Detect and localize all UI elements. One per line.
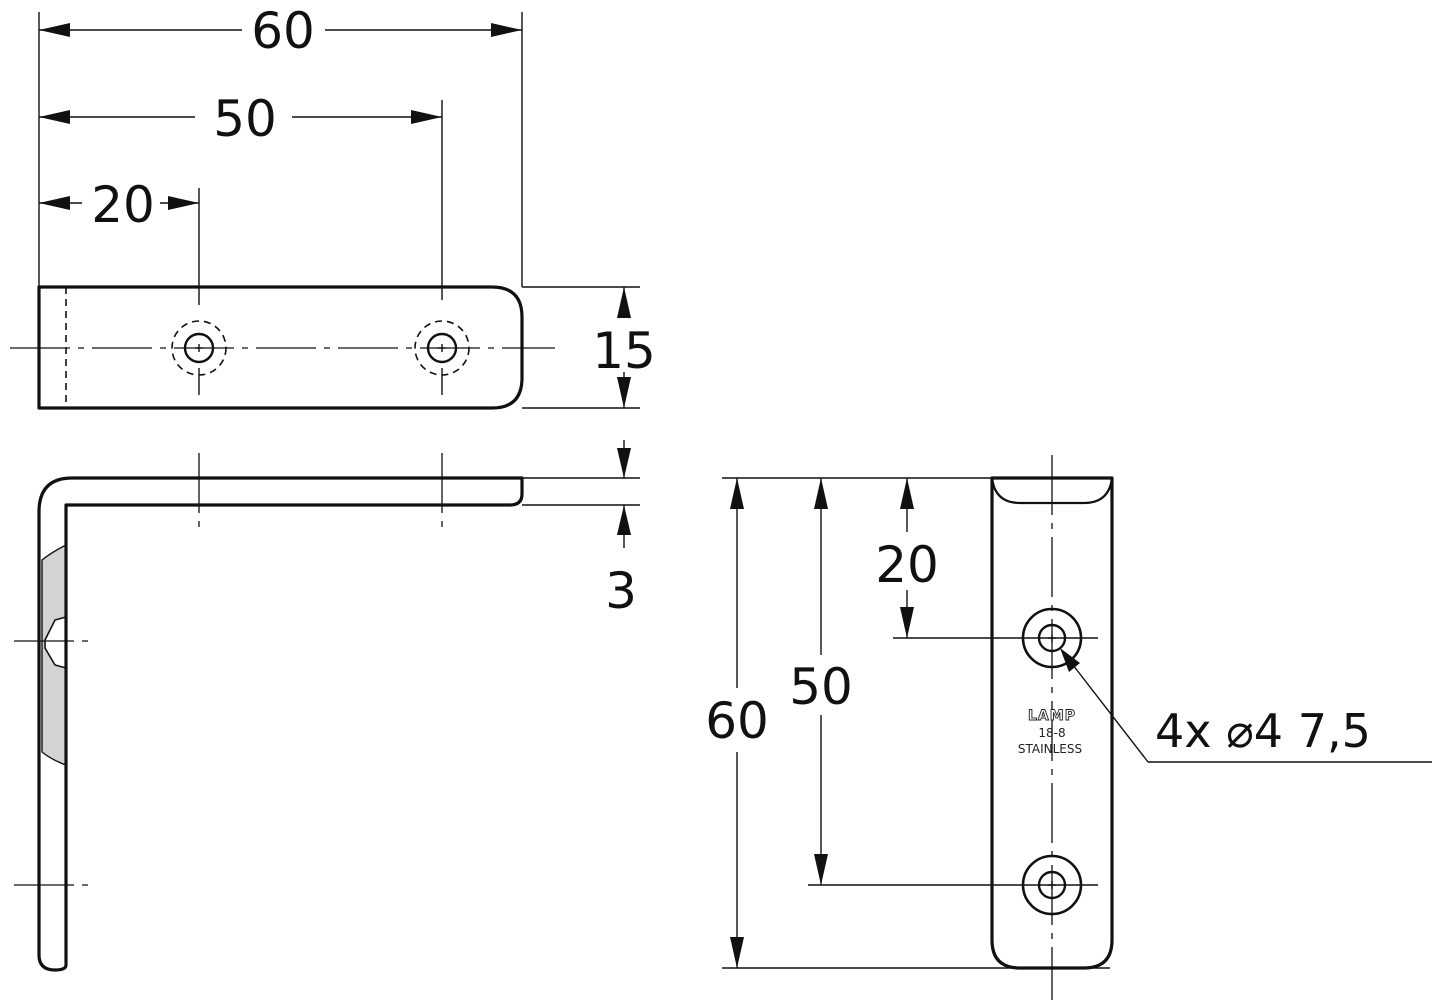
dim-20-top: 20 xyxy=(39,176,199,234)
front-hole-1 xyxy=(1021,607,1083,669)
front-view: 60 50 20 xyxy=(705,455,1432,1000)
dim-text-3: 3 xyxy=(605,562,637,620)
top-view: 60 50 20 xyxy=(10,2,656,410)
dim-text-15: 15 xyxy=(592,322,656,380)
plate-outline xyxy=(37,285,524,410)
side-view: 3 xyxy=(14,440,640,972)
top-hole-1 xyxy=(171,320,227,395)
hole-callout-text: 4x ⌀4 7,5 xyxy=(1155,704,1371,758)
dim-text-60: 60 xyxy=(251,2,315,60)
dim-text-front-60: 60 xyxy=(705,692,769,750)
dim-60-front: 60 xyxy=(705,478,769,968)
dim-15: 15 xyxy=(522,286,656,409)
front-plate-outline xyxy=(990,476,1114,970)
dim-50-front: 50 xyxy=(789,478,853,885)
countersink-profile xyxy=(44,616,67,669)
dim-60-top: 60 xyxy=(39,2,522,60)
stamp-grade: 18-8 xyxy=(1038,726,1065,740)
hole-callout-leader xyxy=(1060,648,1432,763)
stamp-material: STAINLESS xyxy=(1018,742,1082,756)
stamp-brand: LAMP xyxy=(1028,708,1076,724)
dim-3: 3 xyxy=(522,440,640,620)
top-hole-2 xyxy=(414,320,470,395)
dim-text-front-20: 20 xyxy=(875,536,939,594)
bracket-side-outline xyxy=(37,476,524,972)
dim-text-front-50: 50 xyxy=(789,658,853,716)
dim-text-20: 20 xyxy=(91,176,155,234)
dim-text-50: 50 xyxy=(213,90,277,148)
dim-20-front: 20 xyxy=(875,478,939,638)
dim-50-top: 50 xyxy=(39,90,442,148)
front-hole-2 xyxy=(1021,854,1083,916)
